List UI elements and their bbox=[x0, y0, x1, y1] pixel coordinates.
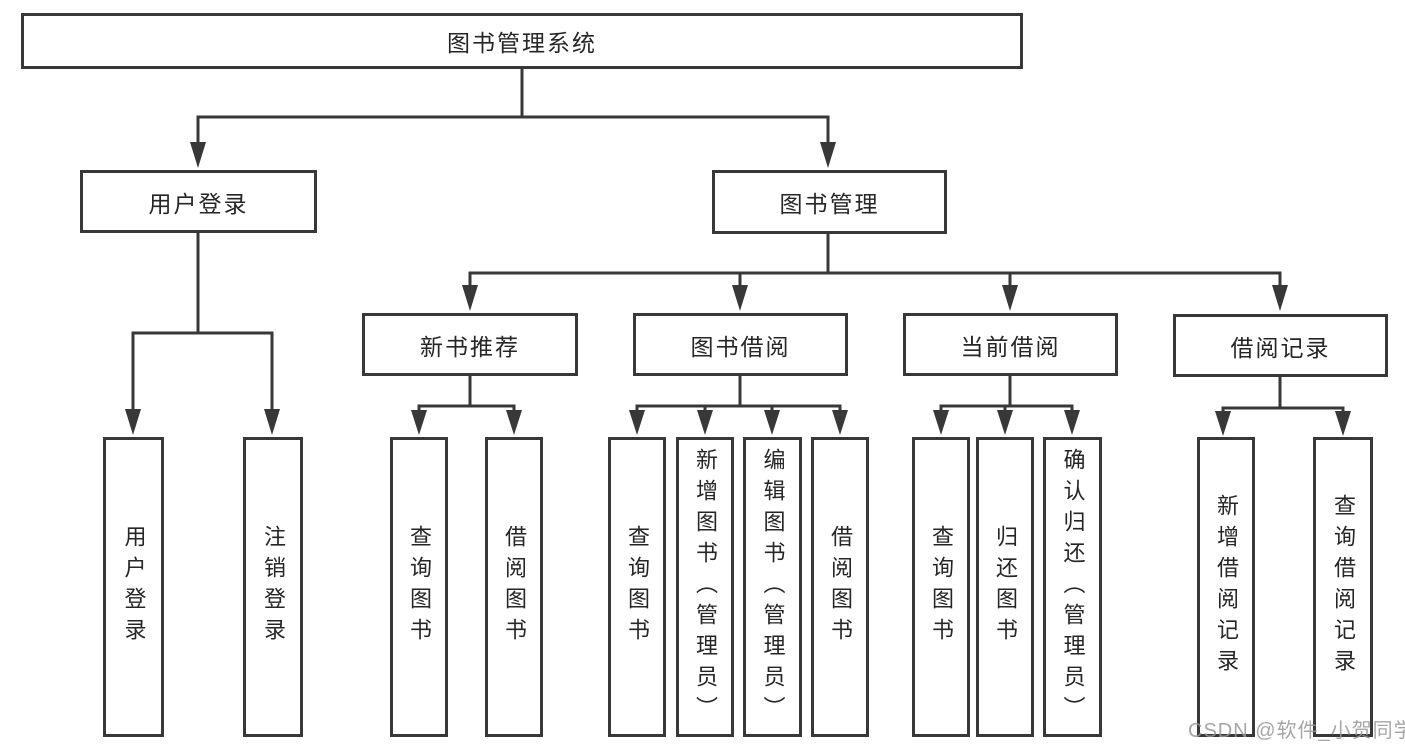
arrow-down-icon bbox=[997, 410, 1013, 435]
node-label: 查询借阅记录 bbox=[1331, 494, 1356, 680]
node-label: 编辑图书（管理员） bbox=[760, 447, 786, 727]
arrow-down-icon bbox=[264, 409, 280, 435]
node-label: 当前借阅 bbox=[960, 333, 1061, 360]
node-label: 归还图书 bbox=[993, 525, 1018, 649]
leaf-query-borrow-record: 查询借阅记录 bbox=[1313, 437, 1373, 737]
leaf-query-book-recommend: 查询图书 bbox=[390, 437, 448, 737]
connector-new-book-recommend-to-leaves bbox=[411, 376, 522, 435]
arrow-down-icon bbox=[832, 410, 848, 435]
leaf-confirm-return-admin: 确认归还（管理员） bbox=[1043, 437, 1102, 737]
node-label: 查询图书 bbox=[625, 525, 650, 649]
node-label: 用户登录 bbox=[148, 190, 249, 217]
node-label: 借阅图书 bbox=[828, 525, 853, 649]
arrow-down-icon bbox=[1215, 411, 1231, 436]
node-borrow-record: 借阅记录 bbox=[1173, 314, 1388, 377]
node-label: 查询图书 bbox=[929, 525, 954, 649]
arrow-down-icon bbox=[764, 410, 780, 435]
leaf-logout: 注销登录 bbox=[243, 437, 303, 737]
leaf-query-book-current: 查询图书 bbox=[912, 437, 970, 737]
arrow-down-icon bbox=[697, 410, 713, 435]
node-label: 新增图书（管理员） bbox=[693, 447, 718, 727]
node-label: 图书管理系统 bbox=[447, 30, 597, 56]
node-new-book-recommend: 新书推荐 bbox=[362, 313, 578, 376]
arrow-down-icon bbox=[1272, 285, 1288, 311]
node-label: 注销登录 bbox=[261, 525, 286, 649]
arrow-down-icon bbox=[1002, 285, 1018, 311]
connector-user-login-to-leaves bbox=[125, 233, 280, 435]
leaf-query-book-borrow: 查询图书 bbox=[608, 437, 666, 737]
arrow-down-icon bbox=[1335, 411, 1351, 436]
leaf-borrow-book-borrow: 借阅图书 bbox=[811, 437, 869, 737]
arrow-down-icon bbox=[629, 410, 645, 435]
connector-borrow-record-to-leaves bbox=[1215, 377, 1351, 436]
arrow-down-icon bbox=[125, 409, 141, 435]
connector-book-management-to-level2 bbox=[462, 234, 1288, 311]
connector-root-to-level1 bbox=[190, 69, 836, 168]
node-label: 图书管理 bbox=[779, 191, 880, 217]
node-user-login: 用户登录 bbox=[80, 170, 317, 233]
leaf-user-login: 用户登录 bbox=[103, 437, 164, 737]
node-label: 借阅图书 bbox=[502, 525, 527, 649]
node-root-library-system: 图书管理系统 bbox=[21, 13, 1023, 69]
arrow-down-icon bbox=[190, 142, 206, 168]
node-book-borrow: 图书借阅 bbox=[633, 313, 848, 376]
node-current-borrow: 当前借阅 bbox=[903, 313, 1118, 376]
arrow-down-icon bbox=[732, 285, 748, 311]
csdn-watermark: CSDN @软件_小贺同学 bbox=[1188, 720, 1405, 742]
connector-current-borrow-to-leaves bbox=[933, 376, 1080, 435]
connector-book-borrow-to-leaves bbox=[629, 376, 848, 435]
node-label: 确认归还（管理员） bbox=[1060, 447, 1086, 727]
leaf-borrow-book-recommend: 借阅图书 bbox=[485, 437, 543, 737]
arrow-down-icon bbox=[411, 410, 427, 435]
node-label: 用户登录 bbox=[121, 525, 147, 649]
arrow-down-icon bbox=[462, 285, 478, 311]
node-label: 新书推荐 bbox=[420, 333, 520, 360]
node-label: 查询图书 bbox=[407, 525, 432, 649]
node-label: 新增借阅记录 bbox=[1214, 494, 1239, 680]
leaf-add-book-admin: 新增图书（管理员） bbox=[676, 437, 734, 737]
node-book-management: 图书管理 bbox=[712, 170, 947, 234]
arrow-down-icon bbox=[820, 142, 836, 168]
arrow-down-icon bbox=[1064, 410, 1080, 435]
arrow-down-icon bbox=[933, 410, 949, 435]
arrow-down-icon bbox=[506, 410, 522, 435]
leaf-add-borrow-record: 新增借阅记录 bbox=[1197, 437, 1255, 737]
leaf-edit-book-admin: 编辑图书（管理员） bbox=[743, 437, 802, 737]
leaf-return-book: 归还图书 bbox=[976, 437, 1034, 737]
node-label: 图书借阅 bbox=[690, 333, 791, 360]
node-label: 借阅记录 bbox=[1230, 334, 1331, 361]
